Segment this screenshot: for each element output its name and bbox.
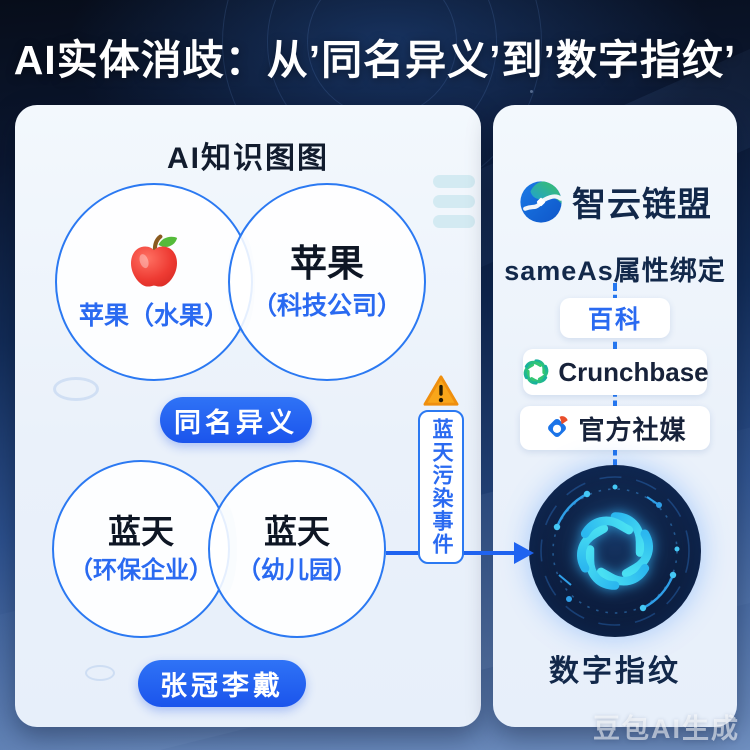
zhiyun-panel: 智云链盟 sameAs属性绑定 百科 — [493, 105, 737, 727]
zhiyun-logo-icon — [518, 179, 564, 225]
brand: 智云链盟 — [493, 177, 737, 226]
entity-name: 蓝天 — [264, 512, 330, 550]
ring-decoration — [53, 377, 99, 401]
page-title: AI实体消歧：从’同名异义’到’数字指纹’ — [13, 37, 737, 83]
panel-title: AI知识图图 — [167, 142, 329, 175]
source-label: Crunchbase — [558, 356, 709, 387]
cylinder-decoration — [433, 175, 475, 188]
cylinder-decoration — [433, 215, 475, 228]
entity-name: 苹果 — [290, 242, 364, 284]
source-chip-crunchbase: Crunchbase — [521, 349, 709, 395]
warning-icon — [422, 374, 460, 408]
cylinder-decoration — [433, 195, 475, 208]
tag-homonym: 同名异义 — [160, 397, 312, 443]
sameas-subtitle: sameAs属性绑定 — [504, 256, 726, 286]
venn-circle-apple-fruit: 苹果（水果） — [55, 183, 253, 381]
venn-circle-lantian-kindergarten: 蓝天 （幼儿园） — [208, 460, 386, 638]
entity-label: 苹果（水果） — [78, 302, 229, 330]
brand-name: 智云链盟 — [572, 186, 712, 224]
entity-label: （科技公司） — [251, 292, 402, 321]
apple-icon — [125, 233, 183, 291]
fingerprint-logo-icon — [577, 512, 653, 590]
source-chip-social: 官方社媒 — [520, 406, 710, 450]
watermark: 豆包AI生成 — [593, 714, 740, 744]
event-label: 蓝天污染事件 — [418, 410, 464, 564]
ring-decoration — [85, 665, 115, 681]
fingerprint-label: 数字指纹 — [549, 655, 681, 688]
crunchbase-knot-icon — [521, 357, 551, 387]
venn-circle-lantian-env: 蓝天 （环保企业） — [52, 460, 230, 638]
entity-label: （幼儿园） — [237, 556, 357, 584]
digital-fingerprint-badge — [529, 465, 701, 637]
circuit-decoration — [540, 476, 690, 626]
tag-misattribution: 张冠李戴 — [138, 660, 306, 707]
connector-arrowhead — [514, 542, 534, 564]
source-chip-baike: 百科 — [560, 298, 670, 338]
entity-name: 蓝天 — [108, 512, 174, 550]
bg-dot — [120, 60, 123, 63]
social-media-icon — [543, 414, 571, 442]
entity-label: （环保企业） — [69, 556, 213, 584]
source-label: 百科 — [587, 306, 642, 334]
bg-dot — [630, 40, 634, 44]
source-label: 官方社媒 — [578, 414, 687, 445]
knowledge-graph-panel: AI知识图图 苹果（水果） — [15, 105, 481, 727]
bg-dot — [530, 90, 533, 93]
venn-circle-apple-company: 苹果 （科技公司） — [228, 183, 426, 381]
